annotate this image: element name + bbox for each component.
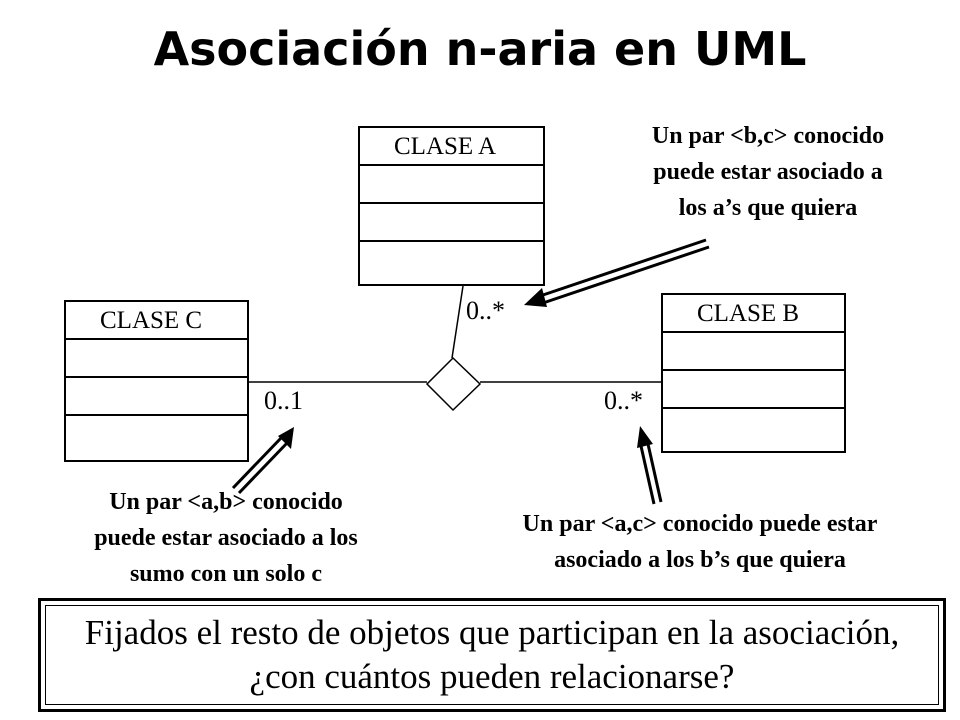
note-ac-line-1: Un par <a,c> conocido puede estar — [522, 511, 878, 537]
question-box: Fijados el resto de objetos que particip… — [38, 598, 946, 712]
note-pair-ac: Un par <a,c> conocido puede estar asocia… — [452, 506, 948, 578]
n-ary-diamond — [425, 356, 482, 412]
class-c-name: CLASE C — [66, 302, 247, 340]
question-text: Fijados el resto de objetos que particip… — [84, 613, 900, 696]
note-bc-line-2: puede estar asociado a — [653, 159, 883, 185]
association-line-a — [451, 285, 464, 359]
class-c-operations — [66, 378, 247, 416]
page-title: Asociación n-aria en UML — [153, 22, 807, 76]
arrow-to-mult-c — [231, 427, 294, 495]
class-a-operations — [360, 204, 543, 242]
class-a-attributes — [360, 166, 543, 204]
multiplicity-b: 0..* — [604, 386, 643, 415]
class-c-extra — [66, 416, 247, 454]
class-a-box: CLASE A — [358, 126, 545, 286]
note-bc-line-1: Un par <b,c> conocido — [651, 123, 885, 149]
class-b-attributes — [663, 333, 844, 371]
class-c-box: CLASE C — [64, 300, 249, 462]
class-b-extra — [663, 409, 844, 447]
class-b-box: CLASE B — [661, 293, 846, 453]
multiplicity-a: 0..* — [466, 296, 505, 325]
multiplicity-c: 0..1 — [264, 386, 303, 415]
note-ab-line-3: sumo con un solo c — [129, 561, 323, 587]
class-a-extra — [360, 242, 543, 280]
note-bc-line-3: los a’s que quiera — [678, 195, 858, 221]
note-pair-ab: Un par <a,b> conocido puede estar asocia… — [44, 484, 408, 592]
note-ac-line-2: asociado a los b’s que quiera — [554, 547, 846, 573]
note-ab-line-1: Un par <a,b> conocido — [109, 489, 343, 515]
class-b-operations — [663, 371, 844, 409]
class-c-attributes — [66, 340, 247, 378]
class-a-name: CLASE A — [360, 128, 543, 166]
note-pair-bc: Un par <b,c> conocido puede estar asocia… — [598, 118, 938, 226]
arrow-to-mult-a — [524, 238, 710, 307]
class-b-name: CLASE B — [663, 295, 844, 333]
note-ab-line-2: puede estar asociado a los — [94, 525, 358, 551]
arrow-to-mult-b — [637, 426, 663, 505]
